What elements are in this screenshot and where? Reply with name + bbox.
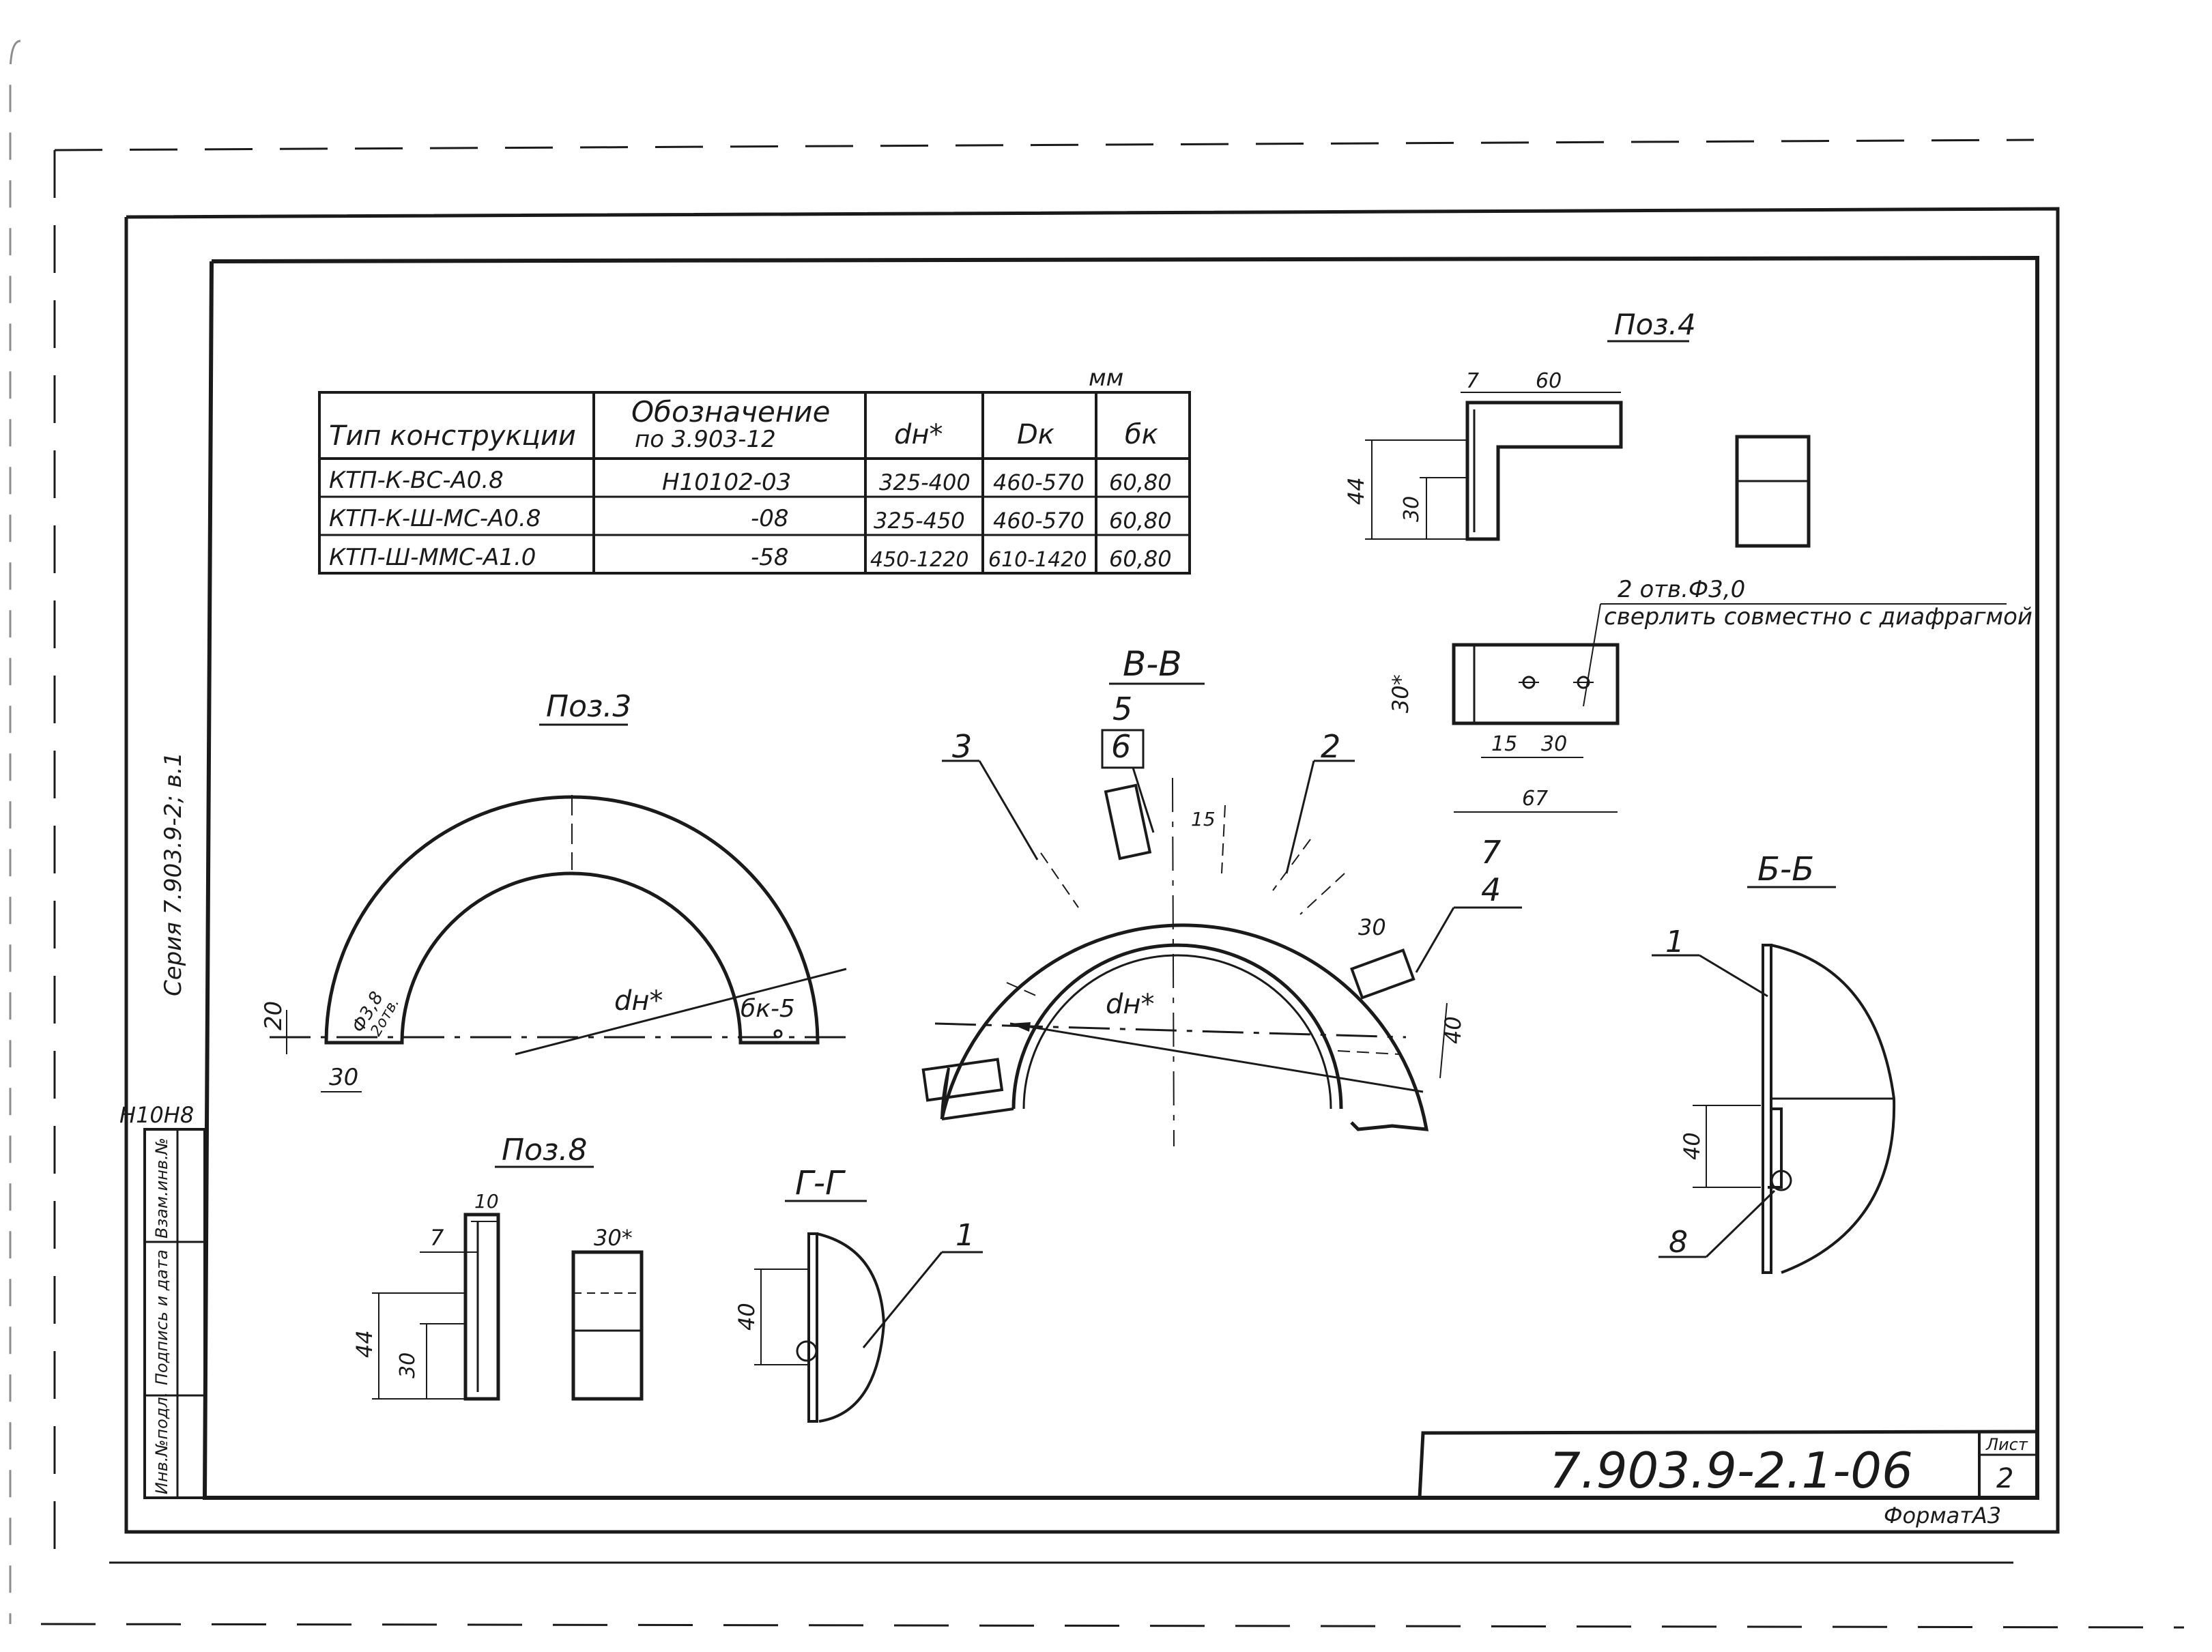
vv-callout-6: 6: [1111, 728, 1131, 765]
document-number: 7.903.9-2.1-06: [1549, 1442, 1913, 1499]
pos4-dim-60: 60: [1536, 369, 1562, 393]
header-dn: dн*: [894, 419, 943, 450]
row3-type: КТП-Ш-ММС-А1.0: [329, 544, 536, 571]
row2-dk: 460-570: [993, 508, 1085, 534]
header-type: Тип конструкции: [329, 420, 576, 452]
pos4-dim-30b: 30: [1541, 732, 1567, 756]
header-designation-2: по 3.903-12: [635, 426, 776, 453]
pos3-dim-20: 20: [260, 1001, 287, 1030]
view-pos3: Поз.3 20 30 Ф3,8 2отв. dн* бк-5: [260, 689, 847, 1092]
row3-bk: 60,80: [1109, 546, 1172, 572]
sheet-number: 2: [1996, 1463, 2013, 1494]
pos3-diameter: dн*: [614, 985, 663, 1017]
pos8-dim-10: 10: [474, 1190, 499, 1213]
view-pos8: Поз.8 44 30 7 10 30*: [351, 1133, 644, 1401]
view-section-vv: В-В dн* 3 5 6 2 7 4 15 30 40: [921, 644, 1522, 1147]
frame: [9, 40, 2185, 1629]
bb-dim-40: 40: [1679, 1132, 1705, 1160]
row2-bk: 60,80: [1109, 508, 1172, 534]
view-pos4: Поз.4 44 30 7 60 2 отв.Ф3,0 сверлить сов…: [1343, 308, 2033, 813]
gg-dim-40: 40: [734, 1303, 760, 1331]
vv-callout-7: 7: [1481, 834, 1501, 871]
pos3-thickness: бк-5: [741, 995, 795, 1023]
header-dk: Dк: [1017, 419, 1054, 450]
gg-callout-1: 1: [956, 1218, 975, 1253]
vv-callout-3: 3: [952, 728, 972, 765]
pos4-dim-30-star: 30*: [1388, 674, 1413, 713]
pos4-dim-30: 30: [1400, 496, 1424, 522]
table-unit: мм: [1089, 364, 1123, 392]
gg-title: Г-Г: [795, 1164, 846, 1202]
pos8-dim-30: 30: [396, 1352, 420, 1378]
side-stamp: Серия 7.903.9-2; в.1 Н10Н8 Взам.инв.№ По…: [119, 752, 206, 1499]
row2-type: КТП-К-Ш-МС-А0.8: [329, 505, 541, 532]
vv-title: В-В: [1123, 644, 1182, 684]
pos4-dim-44: 44: [1343, 477, 1369, 505]
title-block: 7.903.9-2.1-06 Лист 2 ФорматА3: [1418, 1430, 2038, 1528]
row2-designation: -08: [751, 505, 789, 532]
bb-callout-8: 8: [1669, 1225, 1688, 1260]
pos4-holes-note-1: 2 отв.Ф3,0: [1618, 576, 1745, 603]
bb-callout-1: 1: [1665, 925, 1684, 959]
vv-callout-5: 5: [1112, 691, 1132, 727]
format-label: ФорматА3: [1884, 1503, 2001, 1528]
pos4-dim-7: 7: [1466, 369, 1479, 393]
series-label: Серия 7.903.9-2; в.1: [160, 752, 187, 996]
row1-type: КТП-К-ВС-А0.8: [329, 467, 504, 494]
header-designation-1: Обозначение: [631, 395, 830, 429]
pos8-title: Поз.8: [502, 1133, 587, 1168]
stamp-signature: Подпись и дата: [152, 1249, 171, 1385]
row1-dn: 325-400: [879, 469, 971, 495]
pos8-dim-30-star: 30*: [594, 1225, 633, 1251]
view-section-bb: Б-Б 1 8 40: [1652, 850, 1896, 1274]
vv-callout-4: 4: [1481, 871, 1501, 908]
view-section-gg: Г-Г 1 40: [734, 1164, 983, 1423]
vv-dim-30: 30: [1358, 914, 1386, 940]
pos4-title: Поз.4: [1614, 308, 1696, 341]
header-bk: бк: [1125, 419, 1158, 450]
row1-designation: Н10102-03: [662, 469, 791, 496]
pos8-dim-44: 44: [351, 1330, 377, 1358]
pos8-dim-7: 7: [430, 1225, 444, 1251]
sheet-label: Лист: [1985, 1435, 2028, 1454]
pos3-dim-30: 30: [329, 1064, 358, 1091]
row3-dn: 450-1220: [870, 548, 968, 572]
pos4-dim-67: 67: [1522, 787, 1548, 811]
vv-diameter: dн*: [1106, 989, 1155, 1020]
pos4-dim-15: 15: [1491, 732, 1517, 756]
bb-title: Б-Б: [1757, 850, 1814, 888]
pos4-holes-note-2: сверлить совместно с диафрагмой: [1604, 603, 2033, 631]
spec-table: мм Тип конструкции Обозначение по 3.903-…: [318, 364, 1191, 575]
stamp-inventory: Инв.№подл.: [152, 1392, 171, 1494]
row3-designation: -58: [751, 544, 789, 571]
left-code: Н10Н8: [119, 1102, 194, 1128]
vv-callout-2: 2: [1321, 728, 1340, 765]
row1-bk: 60,80: [1109, 469, 1172, 495]
row1-dk: 460-570: [993, 469, 1085, 495]
vv-dim-15: 15: [1191, 808, 1216, 830]
stamp-replace: Взам.инв.№: [152, 1137, 171, 1238]
row2-dn: 325-450: [874, 508, 965, 534]
pos3-title: Поз.3: [546, 689, 631, 724]
row3-dk: 610-1420: [988, 548, 1087, 572]
